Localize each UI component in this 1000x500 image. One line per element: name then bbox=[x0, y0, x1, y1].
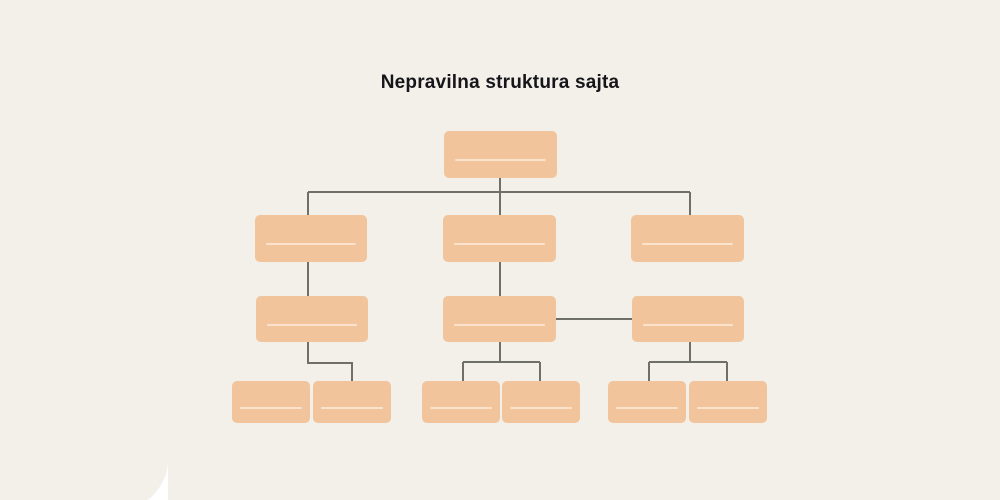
node-text-placeholder bbox=[509, 407, 573, 410]
node-text-placeholder bbox=[266, 243, 356, 246]
node-level1-left[interactable] bbox=[255, 215, 367, 262]
node-text-placeholder bbox=[267, 323, 357, 326]
node-text-placeholder bbox=[615, 407, 679, 410]
node-level3-4[interactable] bbox=[502, 381, 580, 423]
node-level1-right[interactable] bbox=[631, 215, 744, 262]
node-text-placeholder bbox=[454, 323, 545, 326]
page-title: Nepravilna struktura sajta bbox=[380, 72, 620, 93]
node-level3-1[interactable] bbox=[232, 381, 310, 423]
node-text-placeholder bbox=[429, 407, 493, 410]
node-level2-right[interactable] bbox=[632, 296, 744, 342]
node-level1-center[interactable] bbox=[443, 215, 556, 262]
node-text-placeholder bbox=[696, 407, 760, 410]
node-text-placeholder bbox=[642, 243, 733, 246]
edge-left-elbow bbox=[307, 342, 353, 381]
node-level3-3[interactable] bbox=[422, 381, 500, 423]
node-level3-5[interactable] bbox=[608, 381, 686, 423]
node-level3-6[interactable] bbox=[689, 381, 767, 423]
node-text-placeholder bbox=[455, 159, 546, 162]
node-text-placeholder bbox=[320, 407, 384, 410]
node-text-placeholder bbox=[454, 243, 545, 246]
node-level3-2[interactable] bbox=[313, 381, 391, 423]
node-level2-center[interactable] bbox=[443, 296, 556, 342]
node-text-placeholder bbox=[239, 407, 303, 410]
node-root[interactable] bbox=[444, 131, 557, 178]
node-level2-left[interactable] bbox=[256, 296, 368, 342]
node-text-placeholder bbox=[643, 323, 733, 326]
